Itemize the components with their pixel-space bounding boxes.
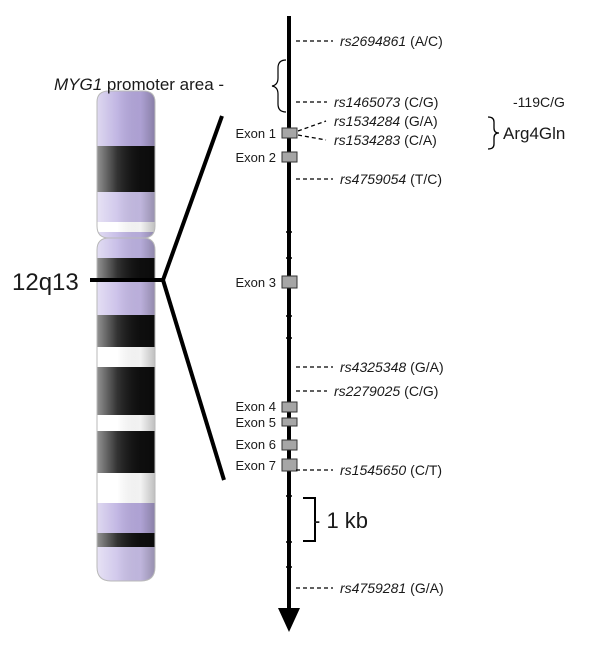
snp-alleles: (G/A): [410, 580, 443, 596]
zoom-line-bottom: [161, 279, 226, 481]
exon-6-label: Exon 6: [236, 437, 276, 452]
snp-alleles: (C/T): [410, 462, 442, 478]
snp-alleles: (C/A): [404, 132, 437, 148]
snp-alleles: (G/A): [410, 359, 443, 375]
snp-id: rs2279025: [334, 383, 400, 399]
exon-5: Exon 5: [236, 415, 298, 430]
snp-rs4759054: rs4759054(T/C): [296, 171, 442, 187]
snp-rs1534284: rs1534284(G/A): [297, 113, 438, 132]
promoter-gene-name: MYG1: [54, 75, 102, 94]
snp-id: rs2694861: [340, 33, 406, 49]
svg-text:rs1465073(C/G): rs1465073(C/G): [334, 94, 438, 110]
snp-id: rs1465073: [334, 94, 400, 110]
coding-variant-brace: [487, 116, 500, 150]
snp-rs1534283: rs1534283(C/A): [297, 132, 437, 148]
snp-alleles: (G/A): [404, 113, 437, 129]
zoom-line-top: [161, 115, 224, 281]
band-label: 12q13: [12, 269, 79, 296]
svg-text:rs2279025(C/G): rs2279025(C/G): [334, 383, 438, 399]
exon-7: Exon 7: [236, 458, 298, 473]
snp-id: rs1534283: [334, 132, 400, 148]
svg-text:rs1534284(G/A): rs1534284(G/A): [334, 113, 438, 129]
svg-text:rs1534283(C/A): rs1534283(C/A): [334, 132, 437, 148]
coding-variant-label: Arg4Gln: [503, 124, 565, 143]
snp-id: rs4759281: [340, 580, 406, 596]
svg-text:rs4759054(T/C): rs4759054(T/C): [340, 171, 442, 187]
snp-rs4759281: rs4759281(G/A): [296, 580, 444, 596]
snp-id: rs1545650: [340, 462, 406, 478]
exon-7-label: Exon 7: [236, 458, 276, 473]
promoter-variant-label: -119C/G: [513, 94, 565, 110]
exon-1: Exon 1: [236, 126, 298, 141]
svg-text:rs1545650(C/T): rs1545650(C/T): [340, 462, 442, 478]
snp-alleles: (C/G): [404, 383, 438, 399]
promoter-brace: [271, 59, 287, 113]
exon-2-label: Exon 2: [236, 150, 276, 165]
snp-id: rs4325348: [340, 359, 406, 375]
scale-bar-label: - 1 kb: [313, 508, 368, 533]
snp-rs1465073: rs1465073(C/G): [296, 94, 438, 110]
snp-rs2694861: rs2694861(A/C): [296, 33, 443, 49]
exon-6: Exon 6: [236, 437, 298, 452]
exon-2: Exon 2: [236, 150, 298, 165]
snp-rs2279025: rs2279025(C/G): [296, 383, 438, 399]
snp-id: rs1534284: [334, 113, 400, 129]
axis-ticks: [286, 231, 292, 568]
arrow-down-icon: [278, 608, 300, 632]
svg-text:rs4759281(G/A): rs4759281(G/A): [340, 580, 444, 596]
svg-text:rs4325348(G/A): rs4325348(G/A): [340, 359, 444, 375]
chromosome-12-ideogram: [97, 91, 155, 581]
snp-id: rs4759054: [340, 171, 406, 187]
exon-3: Exon 3: [236, 275, 298, 290]
promoter-label: MYG1 promoter area -: [54, 75, 224, 94]
svg-text:rs2694861(A/C): rs2694861(A/C): [340, 33, 443, 49]
snp-rs1545650: rs1545650(C/T): [296, 462, 442, 478]
promoter-label-suffix: promoter area -: [102, 75, 224, 94]
snp-alleles: (A/C): [410, 33, 443, 49]
exon-1-label: Exon 1: [236, 126, 276, 141]
exon-4: Exon 4: [236, 399, 298, 414]
scale-bar: [303, 497, 316, 542]
snp-rs4325348: rs4325348(G/A): [296, 359, 444, 375]
exon-3-label: Exon 3: [236, 275, 276, 290]
exon-4-label: Exon 4: [236, 399, 276, 414]
snp-alleles: (C/G): [404, 94, 438, 110]
exon-5-label: Exon 5: [236, 415, 276, 430]
snp-alleles: (T/C): [410, 171, 442, 187]
